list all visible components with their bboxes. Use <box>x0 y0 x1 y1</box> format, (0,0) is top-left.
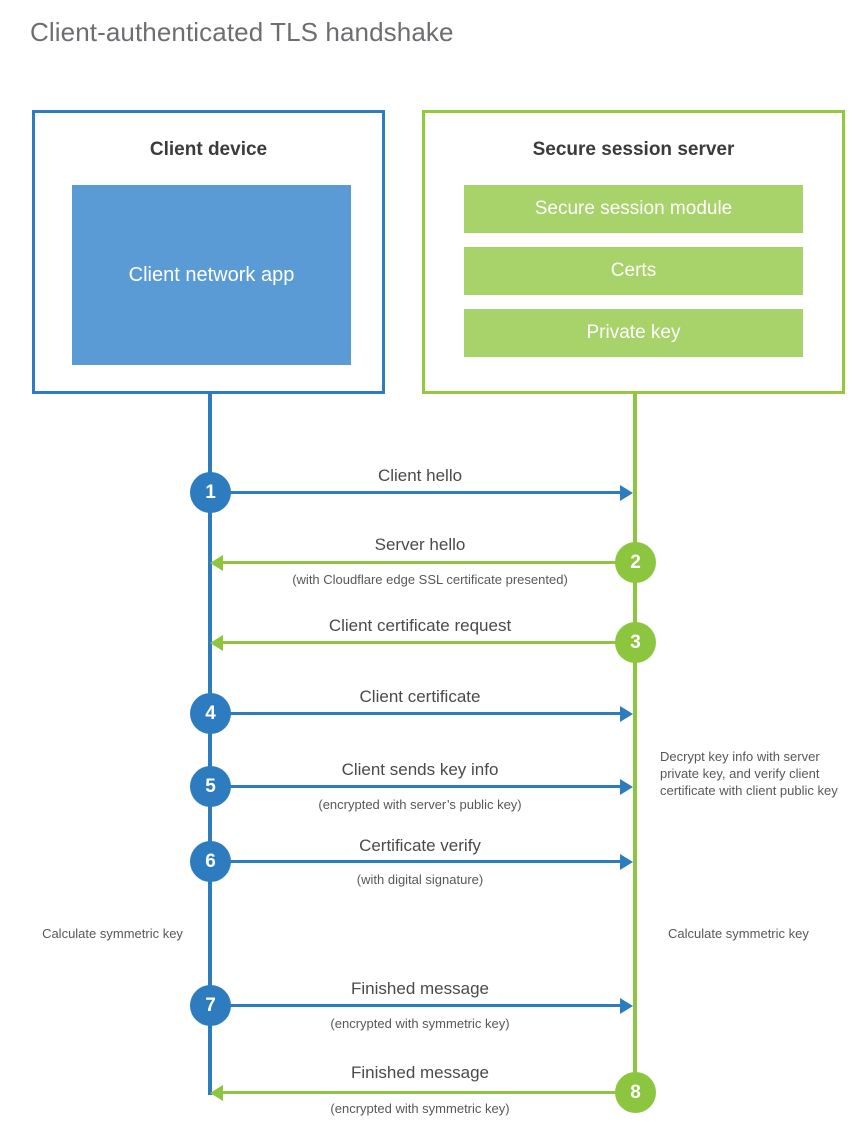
step-6-sublabel: (with digital signature) <box>356 872 484 887</box>
step-3-arrow-head-left-icon <box>210 635 223 651</box>
step-7-sublabel: (encrypted with symmetric key) <box>330 1016 510 1031</box>
step-4-arrow-shaft <box>210 712 622 715</box>
step-8-label: Finished message <box>351 1063 489 1082</box>
secure-session-server-title: Secure session server <box>532 139 735 160</box>
step-5-label: Client sends key info <box>341 760 499 779</box>
step-2-sublabel: (with Cloudflare edge SSL certificate pr… <box>292 572 568 587</box>
step-1-circle: 1 <box>190 472 231 513</box>
step-1-arrow-shaft <box>210 491 622 494</box>
step-5-arrow-head-right-icon <box>620 779 633 795</box>
step-6-arrow-shaft <box>210 860 622 863</box>
step-2-label: Server hello <box>374 535 466 554</box>
step-4-circle: 4 <box>190 693 231 734</box>
server-component-certs: Certs <box>464 247 803 295</box>
server-component-private-key: Private key <box>464 309 803 357</box>
server-component-secure-session-module: Secure session module <box>464 185 803 233</box>
step-5-arrow-shaft <box>210 785 622 788</box>
page-title: Client-authenticated TLS handshake <box>30 17 454 47</box>
step-6-label: Certificate verify <box>359 836 481 855</box>
step-2-arrow-head-left-icon <box>210 555 223 571</box>
step-3-circle: 3 <box>615 622 656 663</box>
step-8-circle: 8 <box>615 1072 656 1113</box>
server-calculate-symmetric-key-annotation: Calculate symmetric key <box>668 926 809 941</box>
step-3-arrow-shaft <box>223 641 635 644</box>
step-2-arrow-shaft <box>223 561 635 564</box>
server-component-stack: Secure session module Certs Private key <box>464 185 803 357</box>
client-device-title: Client device <box>149 139 268 160</box>
step-1-label: Client hello <box>377 466 463 485</box>
step-1-arrow-head-right-icon <box>620 485 633 501</box>
step-8-arrow-shaft <box>223 1091 635 1094</box>
step-8-arrow-head-left-icon <box>210 1085 223 1101</box>
step-7-circle: 7 <box>190 985 231 1026</box>
step-6-arrow-head-right-icon <box>620 854 633 870</box>
client-calculate-symmetric-key-annotation: Calculate symmetric key <box>42 926 183 941</box>
step-8-sublabel: (encrypted with symmetric key) <box>330 1101 510 1116</box>
step-3-label: Client certificate request <box>328 616 512 635</box>
client-lifeline <box>208 393 212 1095</box>
step-5-circle: 5 <box>190 766 231 807</box>
step-2-circle: 2 <box>615 542 656 583</box>
client-network-app-block: Client network app <box>72 185 351 365</box>
step-6-circle: 6 <box>190 841 231 882</box>
step-4-arrow-head-right-icon <box>620 706 633 722</box>
step-7-arrow-shaft <box>210 1004 622 1007</box>
step-5-sublabel: (encrypted with server’s public key) <box>318 797 522 812</box>
client-device-box: Client device Client network app <box>32 110 385 394</box>
server-decrypt-annotation: Decrypt key info with server private key… <box>660 749 838 798</box>
secure-session-server-box: Secure session server Secure session mod… <box>422 110 845 394</box>
server-lifeline <box>633 393 637 1095</box>
step-7-label: Finished message <box>351 979 489 998</box>
step-4-label: Client certificate <box>359 687 481 706</box>
step-7-arrow-head-right-icon <box>620 998 633 1014</box>
